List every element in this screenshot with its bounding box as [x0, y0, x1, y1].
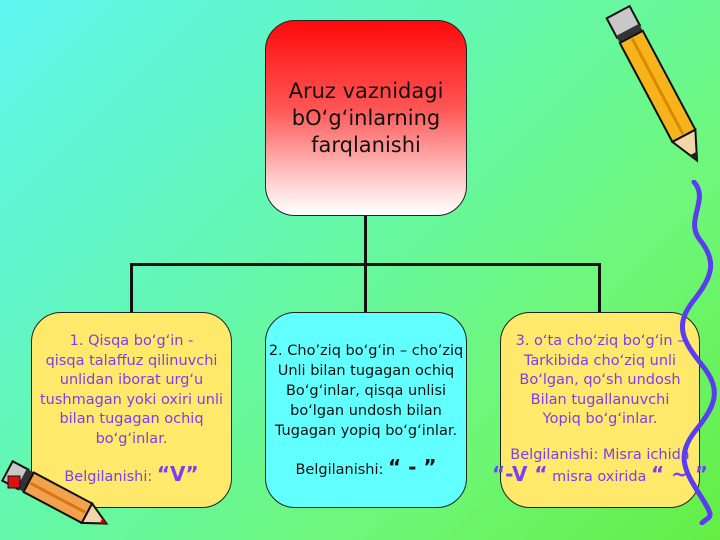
connector-left-down: [130, 263, 133, 313]
squiggle-decoration: [680, 180, 717, 525]
pencil-icon-bottom-left: [0, 460, 109, 525]
middle-text-line-4: bo‘lgan undosh bilan: [290, 402, 442, 419]
right-text-line-4: Bilan tugallanuvchi: [530, 391, 670, 408]
middle-sign-value: “ - ”: [388, 454, 437, 479]
left-text-line-2: qisqa talaffuz qilinuvchi: [45, 352, 218, 369]
connector-right-down: [598, 263, 601, 313]
middle-sign-label: Belgilanishi:: [295, 461, 388, 478]
left-text-line-4: tushmagan yoki oxiri unli: [39, 391, 224, 408]
right-sign-pre: “-V “: [491, 462, 548, 487]
root-title-line-3: farqlanishi: [311, 132, 421, 157]
left-text-line-1: 1. Qisqa bo‘g‘in -: [69, 333, 194, 350]
left-text-line-3: unlidan iborat urg‘u: [59, 372, 204, 389]
left-text-line-6: bo‘g‘inlar.: [95, 430, 168, 447]
right-text-line-5: Yopiq bo‘g‘inlar.: [542, 411, 658, 428]
root-title-line-2: bO‘g‘inlarning: [291, 105, 441, 130]
middle-text-line-5: Tugagan yopiq bo‘g‘inlar.: [274, 422, 458, 439]
middle-sign-line: Belgilanishi: “ - ”: [295, 457, 436, 480]
right-sign-post: “ ~ ”: [651, 462, 709, 487]
left-sign-line: Belgilanishi: “V”: [64, 462, 199, 488]
pencil-icon-top-right: [605, 4, 699, 163]
left-text-line-5: bilan tugagan ochiq: [59, 411, 204, 428]
right-text-line-3: Bo‘lgan, qo‘sh undosh: [519, 372, 681, 389]
left-sign-label: Belgilanishi:: [64, 469, 157, 486]
connector-middle-down: [364, 263, 367, 313]
right-sign-mid: misra oxirida: [547, 469, 652, 486]
right-text-line-2: Tarkibida cho‘ziq unli: [523, 352, 677, 369]
root-node: Aruz vaznidagi bO‘g‘inlarning farqlanish…: [265, 20, 467, 216]
middle-text-line-2: Unli bilan tugagan ochiq: [277, 362, 455, 379]
left-sign-value: “V”: [156, 462, 199, 487]
short-syllable-node: 1. Qisqa bo‘g‘in - qisqa talaffuz qilinu…: [31, 312, 232, 508]
root-title-line-1: Aruz vaznidagi: [288, 78, 444, 103]
middle-text-line-3: Bo‘g‘inlar, qisqa unlisi: [285, 382, 447, 399]
middle-text-line-1: 2. Cho’ziq bo‘g‘in – cho’ziq: [268, 342, 464, 359]
right-text-line-1: 3. o‘ta cho‘ziq bo‘g‘in –: [515, 333, 685, 350]
right-sign-line-1: Belgilanishi: Misra ichida: [510, 446, 690, 463]
right-sign-line-2: “-V “ misra oxirida “ ~ ”: [491, 462, 709, 488]
long-syllable-node: 2. Cho’ziq bo‘g‘in – cho’ziq Unli bilan …: [265, 312, 467, 508]
connector-root-down: [364, 216, 367, 264]
overlong-syllable-node: 3. o‘ta cho‘ziq bo‘g‘in – Tarkibida cho‘…: [492, 312, 708, 508]
